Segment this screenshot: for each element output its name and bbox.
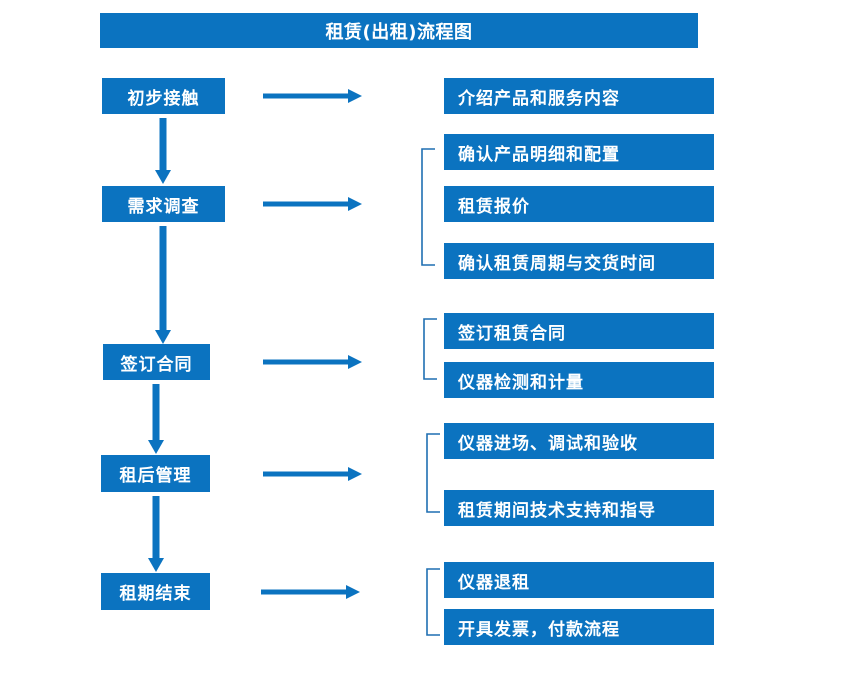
stage-box-5[interactable]: 租期结束 bbox=[101, 573, 210, 610]
group-bracket-2 bbox=[422, 318, 438, 380]
flow-arrow-right-2 bbox=[263, 194, 363, 214]
detail-box-8[interactable]: 租赁期间技术支持和指导 bbox=[444, 490, 714, 526]
stage-box-1[interactable]: 初步接触 bbox=[102, 78, 225, 114]
flow-arrow-right-3 bbox=[263, 352, 363, 372]
detail-box-1[interactable]: 介绍产品和服务内容 bbox=[444, 78, 714, 114]
flow-arrow-down-4 bbox=[146, 496, 166, 574]
flow-arrow-down-2 bbox=[153, 226, 173, 346]
detail-box-10[interactable]: 开具发票，付款流程 bbox=[444, 609, 714, 645]
detail-box-7[interactable]: 仪器进场、调试和验收 bbox=[444, 423, 714, 459]
detail-box-3[interactable]: 租赁报价 bbox=[444, 186, 714, 222]
detail-box-6[interactable]: 仪器检测和计量 bbox=[444, 362, 714, 398]
flow-arrow-down-3 bbox=[146, 384, 166, 456]
flow-arrow-right-4 bbox=[263, 464, 363, 484]
detail-box-5[interactable]: 签订租赁合同 bbox=[444, 313, 714, 349]
detail-box-2[interactable]: 确认产品明细和配置 bbox=[444, 134, 714, 170]
group-bracket-4 bbox=[425, 568, 441, 636]
diagram-title: 租赁(出租)流程图 bbox=[100, 13, 698, 48]
stage-box-2[interactable]: 需求调查 bbox=[102, 186, 225, 222]
flow-arrow-right-5 bbox=[261, 582, 361, 602]
stage-box-4[interactable]: 租后管理 bbox=[101, 455, 210, 492]
stage-box-3[interactable]: 签订合同 bbox=[103, 344, 210, 380]
flow-arrow-right-1 bbox=[263, 86, 363, 106]
detail-box-9[interactable]: 仪器退租 bbox=[444, 562, 714, 598]
flow-arrow-down-1 bbox=[153, 118, 173, 186]
group-bracket-1 bbox=[420, 148, 436, 266]
group-bracket-3 bbox=[425, 433, 441, 513]
detail-box-4[interactable]: 确认租赁周期与交货时间 bbox=[444, 243, 714, 279]
